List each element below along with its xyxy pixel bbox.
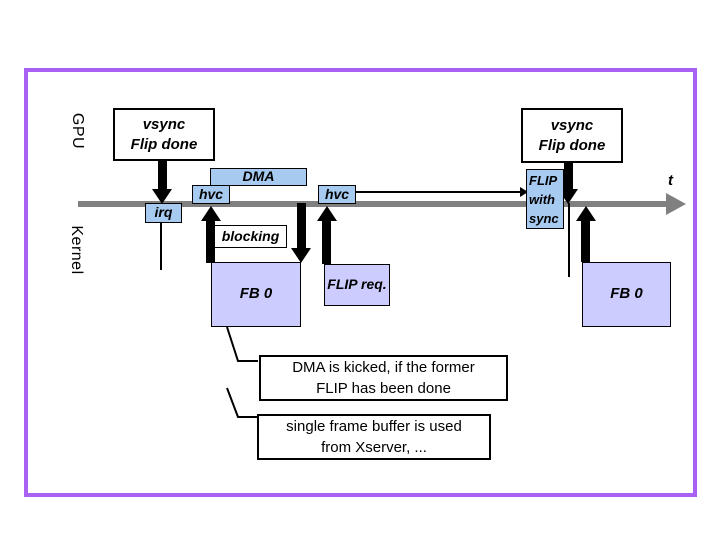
hvc-box-first: hvc (192, 185, 230, 204)
callout-line: from Xserver, ... (321, 439, 427, 456)
fb0-box-left: FB 0 (211, 262, 301, 327)
callout-line: single frame buffer is used (286, 418, 462, 435)
vsync-line: vsync (550, 116, 594, 134)
flip-done-line: Flip done (130, 135, 198, 153)
fb0-box-right: FB 0 (582, 262, 671, 327)
sync-line: sync (529, 210, 559, 226)
callout-leader-2 (226, 387, 257, 418)
dma-kicked-callout: DMA is kicked, if the former FLIP has be… (259, 355, 508, 401)
timeline-arrowhead-icon (666, 193, 686, 215)
flip-done-line: Flip done (538, 136, 606, 154)
callout-line: FLIP has been done (316, 380, 451, 397)
vsync-flip-done-box-left: vsync Flip done (113, 108, 215, 161)
vsync-down-arrow-left (152, 161, 172, 204)
callout-line: DMA is kicked, if the former (292, 359, 475, 376)
vsync-flip-done-box-right: vsync Flip done (521, 108, 623, 163)
hvc-to-flip-arrow (356, 187, 528, 197)
flip-line: FLIP (529, 172, 558, 188)
callout-leader-1 (226, 326, 258, 362)
single-framebuffer-callout: single frame buffer is used from Xserver… (257, 414, 491, 460)
fb0-up-arrow-left (201, 206, 221, 263)
fb0-up-arrow-right (576, 206, 596, 262)
kernel-lane-label: Kernel (68, 225, 85, 275)
flip-with-sync-box: FLIP with sync (526, 169, 564, 229)
blocking-box: blocking (214, 225, 287, 248)
flip-req-box: FLIP req. (324, 264, 390, 306)
dma-box: DMA (210, 168, 307, 186)
gpu-lane-label: GPU (69, 112, 86, 150)
with-line: with (529, 191, 555, 207)
irq-box: irq (145, 203, 182, 223)
hvc-box-second: hvc (318, 185, 356, 204)
flip-req-up-arrow (317, 206, 337, 264)
vsync-line: vsync (142, 115, 186, 133)
time-axis-label: t (668, 172, 673, 189)
timeline-axis (78, 201, 666, 207)
dma-down-arrow (291, 203, 311, 263)
